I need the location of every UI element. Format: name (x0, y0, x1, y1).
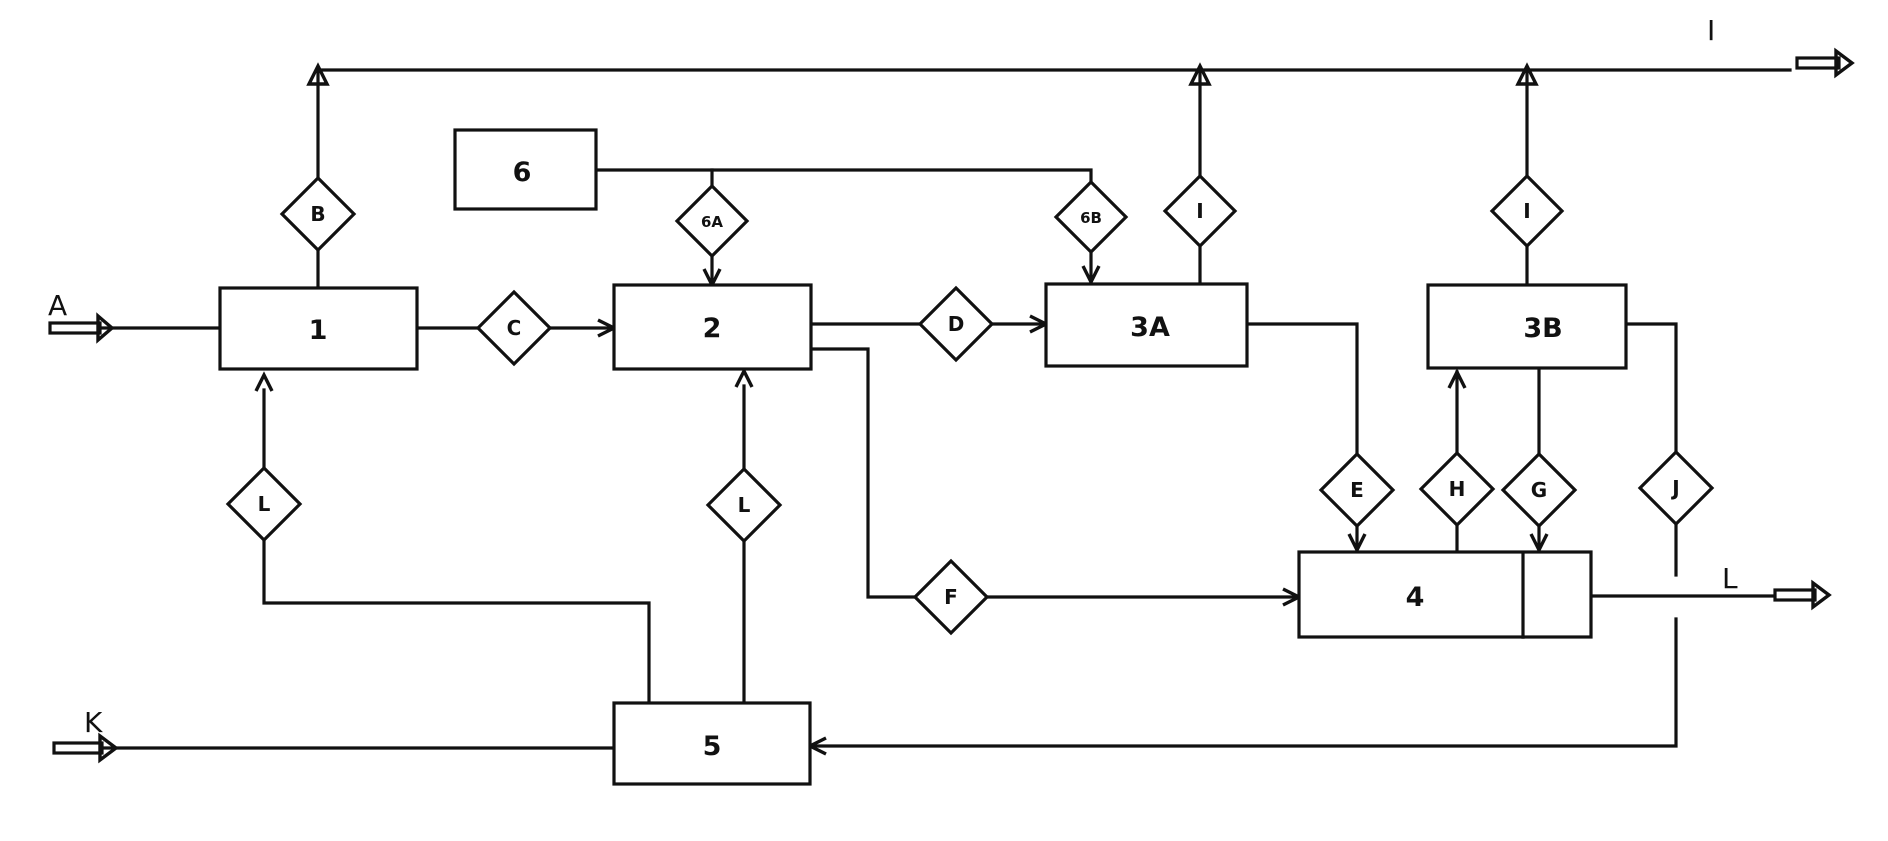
unit-1: 1 (218, 286, 419, 371)
line-box5-to-l1 (262, 538, 651, 705)
unit-4-label: 4 (1406, 582, 1425, 613)
line-box2-to-f (809, 347, 917, 599)
stream-i-tail (1795, 56, 1841, 70)
diamond-6a-label: 6A (701, 213, 723, 231)
line-j-to-box5 (808, 617, 1678, 748)
unit-6-label: 6 (513, 157, 532, 188)
unit-3a: 3A (1044, 282, 1249, 368)
stream-k-tail (52, 741, 104, 755)
line-box3b-to-j (1624, 322, 1678, 454)
diamond-d: D (917, 285, 995, 363)
stream-a-head (96, 312, 115, 344)
diamond-h-label: H (1449, 477, 1466, 501)
stream-i-head (1834, 47, 1855, 79)
diamond-i-1-label: I (1196, 199, 1203, 223)
diamond-h: H (1418, 450, 1496, 528)
unit-1-label: 1 (309, 315, 328, 346)
unit-5: 5 (612, 701, 812, 786)
diamond-l-2: L (705, 466, 783, 544)
arrow-down-6b (1081, 265, 1101, 286)
diamond-i-1: I (1162, 173, 1238, 249)
stream-k-label: K (84, 706, 103, 739)
diamond-l-1-label: L (258, 492, 271, 516)
diamond-g: G (1500, 451, 1578, 529)
arrow-up-l2 (734, 367, 754, 388)
arrow-down-g (1529, 533, 1549, 554)
stream-labels: A I L K (48, 14, 1738, 739)
stream-terminals (48, 47, 1855, 764)
stream-i-label: I (1707, 14, 1715, 47)
diamond-6b: 6B (1053, 179, 1129, 255)
stream-k-head (98, 732, 119, 764)
stream-l-head (1811, 579, 1832, 611)
unit-6: 6 (453, 128, 598, 211)
stream-l-label: L (1722, 562, 1738, 595)
unit-3a-label: 3A (1130, 312, 1170, 343)
diamond-g-label: G (1531, 478, 1547, 502)
diamond-j: J (1637, 449, 1715, 527)
arrow-down-e (1347, 533, 1367, 554)
unit-2: 2 (612, 283, 813, 371)
diamond-b-label: B (310, 202, 325, 226)
arrow-up-to-header-i1 (1188, 62, 1212, 86)
unit-3b: 3B (1426, 283, 1628, 370)
diamond-6b-label: 6B (1080, 209, 1102, 227)
diamond-c: C (475, 289, 553, 367)
unit-boxes: 1 2 3A 3B 4 5 6 (218, 128, 1628, 786)
diamond-6a: 6A (674, 183, 750, 259)
diamond-f: F (912, 558, 990, 636)
arrow-up-to-header-b (306, 62, 330, 86)
arrow-up-to-header-i2 (1515, 62, 1539, 86)
line-box3a-to-e (1245, 322, 1359, 456)
stream-a-label: A (48, 289, 67, 322)
diamond-e: E (1318, 451, 1396, 529)
unit-3b-label: 3B (1523, 313, 1562, 344)
diamond-l-1: L (225, 465, 303, 543)
diamond-c-label: C (507, 316, 522, 340)
diamond-b: B (279, 175, 357, 253)
stream-diamonds: B C 6A 6B D I I E (225, 173, 1715, 636)
stream-a-tail (48, 321, 102, 335)
diamond-e-label: E (1350, 478, 1364, 502)
diamond-l-2-label: L (738, 493, 751, 517)
connector-lines (101, 68, 1792, 750)
diamond-d-label: D (948, 312, 965, 336)
diamond-j-label: J (1670, 476, 1679, 500)
line-box6-header (594, 168, 1093, 184)
unit-2-label: 2 (703, 313, 722, 344)
stream-l-tail (1773, 588, 1817, 602)
diamond-f-label: F (944, 585, 958, 609)
unit-4: 4 (1297, 550, 1593, 639)
arrow-up-l1 (254, 371, 274, 392)
diamond-i-2-label: I (1523, 199, 1530, 223)
diamond-i-2: I (1489, 173, 1565, 249)
arrow-up-h (1447, 368, 1467, 389)
unit-5-label: 5 (703, 731, 722, 762)
